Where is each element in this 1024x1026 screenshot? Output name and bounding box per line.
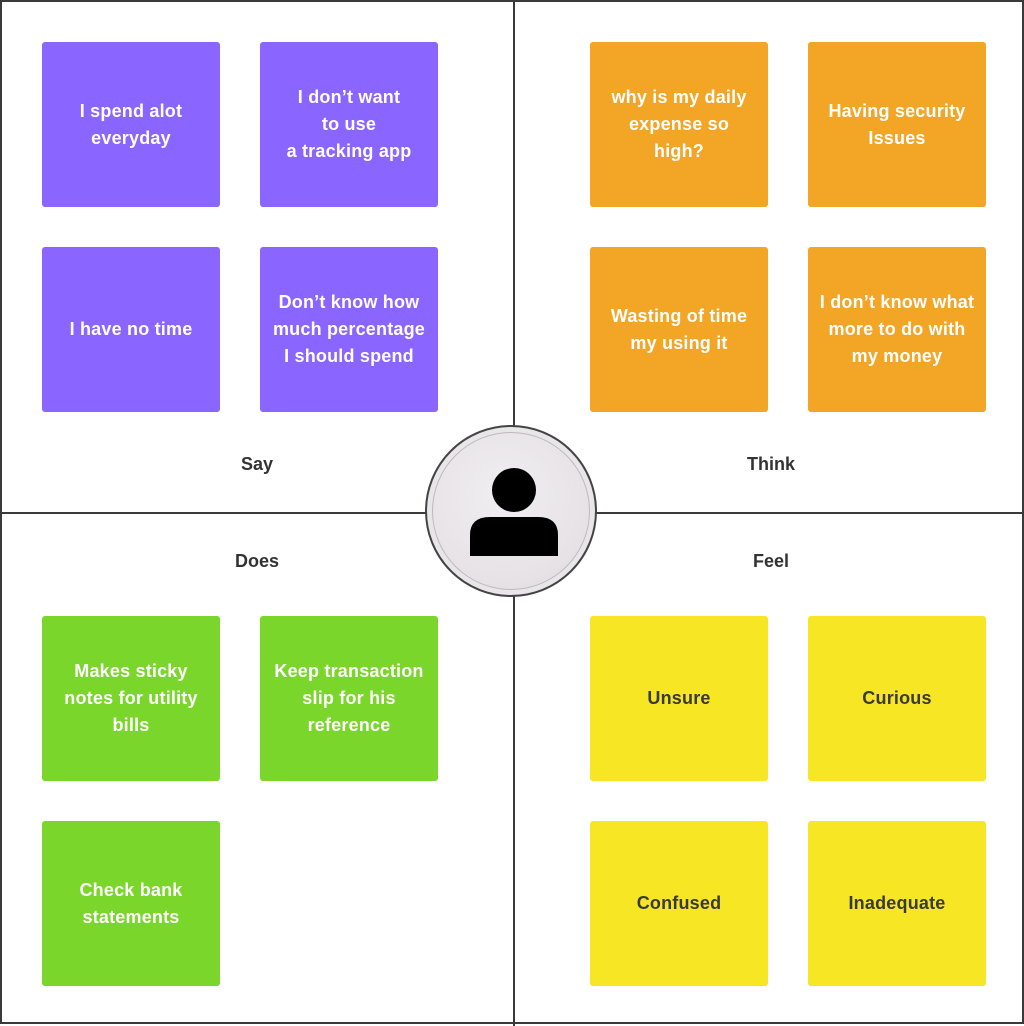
feel-note-2[interactable]: Curious xyxy=(808,616,986,781)
persona-avatar xyxy=(425,425,597,597)
does-note-3[interactable]: Check bank statements xyxy=(42,821,220,986)
say-note-4[interactable]: Don’t know how much percentage I should … xyxy=(260,247,438,412)
think-note-2[interactable]: Having security Issues xyxy=(808,42,986,207)
feel-label: Feel xyxy=(752,551,790,571)
think-label: Think xyxy=(747,454,795,474)
does-label: Does xyxy=(234,551,280,571)
user-silhouette-icon xyxy=(470,468,558,556)
feel-note-1[interactable]: Unsure xyxy=(590,616,768,781)
think-note-1[interactable]: why is my daily expense so high? xyxy=(590,42,768,207)
feel-note-4[interactable]: Inadequate xyxy=(808,821,986,986)
think-note-3[interactable]: Wasting of time my using it xyxy=(590,247,768,412)
say-label: Say xyxy=(240,454,274,474)
feel-note-3[interactable]: Confused xyxy=(590,821,768,986)
say-note-2[interactable]: I don’t want to use a tracking app xyxy=(260,42,438,207)
does-note-1[interactable]: Makes sticky notes for utility bills xyxy=(42,616,220,781)
think-note-4[interactable]: I don’t know what more to do with my mon… xyxy=(808,247,986,412)
does-note-2[interactable]: Keep transaction slip for his reference xyxy=(260,616,438,781)
say-note-1[interactable]: I spend alot everyday xyxy=(42,42,220,207)
say-note-3[interactable]: I have no time xyxy=(42,247,220,412)
